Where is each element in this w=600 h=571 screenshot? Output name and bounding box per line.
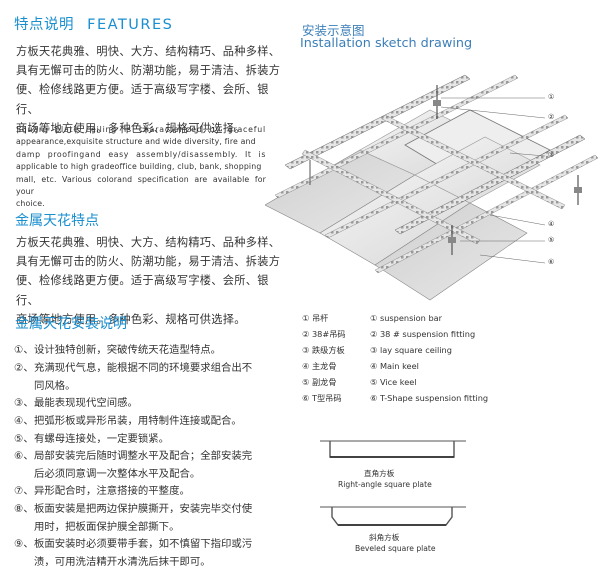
list-item: ④、把弧形板或异形吊装，用特制件连接或配合。 — [14, 415, 242, 427]
callout-2: ② — [548, 113, 555, 121]
beveled-plate-caption-zh: 斜角方板 — [369, 533, 400, 542]
text-line: 商场等地方使用。多种色彩、规格可供选择。 — [16, 121, 246, 135]
list-item: ②、充满现代气息，能根据不同的环境要求组合出不同风格。 — [14, 362, 253, 392]
diagram-title-en: Installation sketch drawing — [300, 36, 473, 51]
callout-4: ④ — [548, 220, 555, 228]
suspension-fitting — [433, 100, 441, 106]
beveled-plate-drawing — [320, 506, 466, 526]
callout-6: ⑥ — [548, 258, 555, 266]
legend-row: ① 吊杆 — [302, 313, 329, 323]
features-heading: 特点说明 FEATURES — [14, 13, 173, 34]
features-en-paragraph: Square plate ceiling is characterized by… — [16, 124, 266, 211]
vice-keel — [324, 114, 569, 239]
text-line: Square plate ceiling is characterized by… — [16, 125, 266, 134]
install-heading: 金属天花安装说明 — [15, 316, 127, 332]
cross-keel — [381, 114, 566, 210]
list-item: ⑥、局部安装完后随时调整水平及配合；全部安装完后必须同意调一次整体水平及配合。 — [14, 450, 253, 480]
features-zh-paragraph: 方板天花典雅、明快、大方、结构精巧、品种多样、 具有无懈可击的防火、防潮功能，易… — [16, 42, 286, 138]
installation-sketch-drawing — [265, 74, 599, 301]
main-keel — [394, 134, 586, 235]
list-item: ⑤、有螺母连接处，一定要锁紧。 — [14, 433, 170, 445]
features-title-zh: 特点说明 — [14, 17, 74, 33]
text-line: mall, etc. Various colorand specificatio… — [16, 174, 266, 197]
text-line: 方板天花典雅、明快、大方、结构精巧、品种多样、 — [16, 45, 281, 58]
list-item: ⑦、异形配合时，注意搭接的平整度。 — [14, 485, 190, 497]
metal-features-paragraph: 方板天花典雅、明快、大方、结构精巧、品种多样、 具有无懈可击的防火、防潮功能，易… — [16, 233, 286, 329]
legend-row: ② 38 # suspension fitting — [370, 329, 476, 339]
legend-row: ⑤ Vice keel — [370, 377, 417, 387]
legend-row: ③ lay square ceiling — [370, 345, 452, 355]
text-line: damp proofingand easy assembly/disassemb… — [16, 149, 266, 159]
diagram-title-zh: 安装示意图 — [302, 23, 365, 38]
callout-3: ③ — [548, 151, 555, 159]
ceiling-panel — [414, 136, 541, 204]
legend-row: ⑥ T型吊码 — [302, 393, 342, 403]
legend-row: ④ 主龙骨 — [302, 361, 337, 371]
legend-row: ① suspension bar — [370, 313, 443, 323]
text-line: applicable to high gradeoffice building,… — [16, 162, 262, 172]
right-angle-plate-caption-zh: 直角方板 — [364, 469, 395, 478]
vice-keel — [374, 154, 599, 274]
legend-row: ③ 跌级方板 — [302, 345, 345, 355]
text-line: 便、检修线路更方便。适于高级写字楼、会所、银行、 — [16, 274, 269, 307]
suspension-fitting — [448, 237, 456, 243]
list-item: ③、最能表现现代空间感。 — [14, 397, 138, 409]
text-line: appearance,exquisite structure and wide … — [16, 137, 256, 147]
right-angle-plate-caption-en: Right-angle square plate — [338, 480, 432, 489]
text-line: 便、检修线路更方便。适于高级写字楼、会所、银行、 — [16, 83, 269, 116]
main-keel — [284, 74, 471, 170]
list-item: ①、设计独特创新，突破传统天花造型特点。 — [14, 344, 222, 356]
legend-row: ⑥ T-Shape suspension fitting — [370, 393, 489, 403]
callout-5: ⑤ — [548, 236, 555, 244]
list-item: ⑧、板面安装是把两边保护膜撕开，安装完毕交付使用时，把板面保护膜全部撕下。 — [14, 503, 253, 533]
legend-row: ④ Main keel — [370, 361, 419, 371]
leader-line — [440, 106, 546, 119]
beveled-plate-caption-en: Beveled square plate — [355, 544, 436, 553]
features-title-en: FEATURES — [87, 17, 174, 33]
text-line: 具有无懈可击的防火、防潮功能，易于清洁、拆装方 — [16, 255, 281, 269]
leader-line — [489, 214, 546, 226]
cross-keel — [301, 149, 481, 245]
leader-line — [509, 152, 546, 157]
text-line: choice. — [16, 199, 45, 209]
callout-1: ① — [548, 93, 555, 101]
list-item: ⑨、板面安装时必须要带手套，如不慎留下指印或污渍，可用洗洁精开水清洗后抹干即可。 — [14, 538, 253, 568]
text-line: 商场等地方使用。多种色彩、规格可供选择。 — [16, 312, 246, 326]
right-angle-plate-drawing — [320, 440, 466, 458]
metal-features-heading: 金属天花特点 — [15, 213, 99, 229]
legend-row: ⑤ 副龙骨 — [302, 377, 337, 387]
suspension-fitting — [574, 187, 582, 193]
leader-line — [479, 254, 546, 264]
text-line: 具有无懈可击的防火、防潮功能，易于清洁、拆装方 — [16, 64, 281, 78]
text-line: 方板天花典雅、明快、大方、结构精巧、品种多样、 — [16, 236, 281, 249]
legend-row: ② 38#吊码 — [302, 329, 346, 339]
